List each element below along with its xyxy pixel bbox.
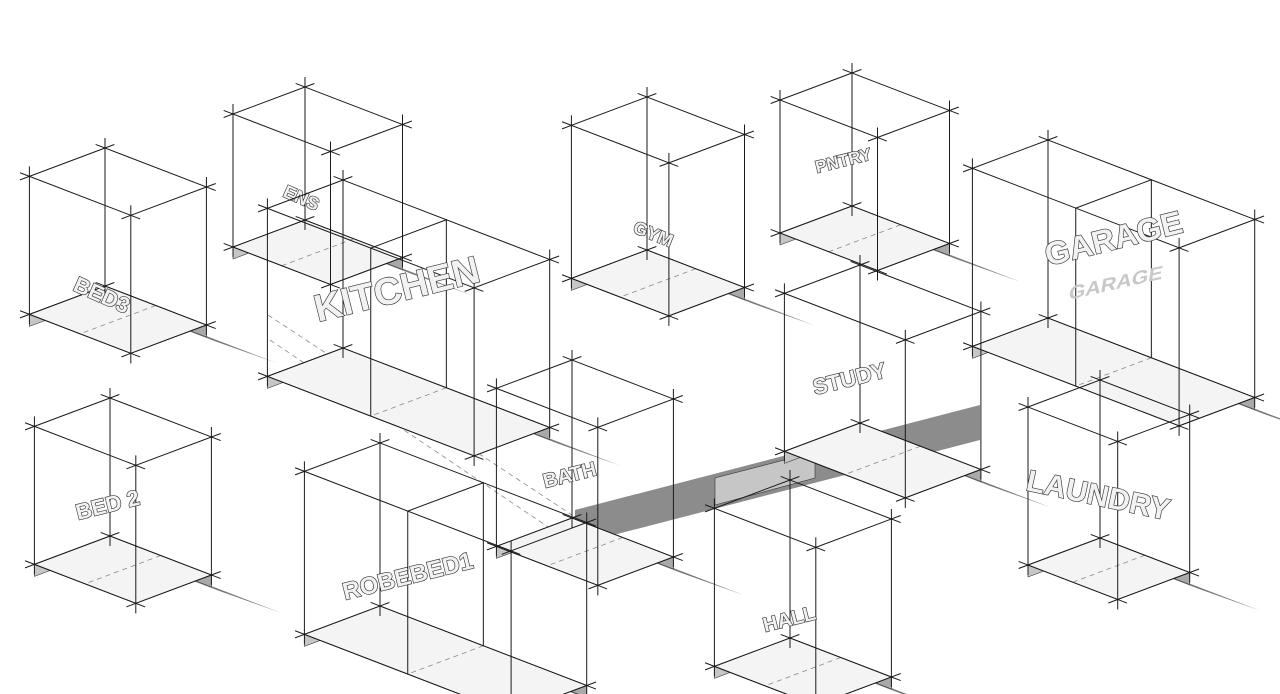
wireframe-box bbox=[24, 388, 221, 614]
wireframe-box bbox=[294, 433, 597, 694]
room-kitchen: KITCHEN bbox=[257, 170, 620, 466]
wireframe-box bbox=[486, 350, 683, 596]
room-label-pntry: PNTRY bbox=[813, 144, 874, 176]
room-label-hall: HALL bbox=[761, 603, 818, 637]
room-hall: HALL bbox=[704, 470, 907, 694]
wireframe-box bbox=[19, 138, 216, 364]
wireframe-box bbox=[561, 87, 755, 326]
wireframe-box bbox=[223, 77, 413, 295]
wireframe-box bbox=[774, 255, 991, 508]
room-label-study: STUDY bbox=[810, 357, 889, 399]
wireframe-box bbox=[704, 470, 901, 694]
corridor-link bbox=[714, 451, 816, 506]
wireframe-box bbox=[770, 63, 960, 281]
room-gym: GYM bbox=[561, 87, 815, 326]
room-label-ens: ENS bbox=[280, 181, 322, 214]
room-ens: ENS bbox=[223, 77, 473, 296]
garage-floor-label: GARAGE bbox=[1067, 262, 1164, 305]
room-bed3: BED3 bbox=[19, 138, 277, 364]
floor-slab bbox=[713, 637, 893, 694]
room-label-laundry: LAUNDRY bbox=[1024, 465, 1173, 528]
room-bed2: BED 2 bbox=[24, 388, 282, 614]
wireframe-box bbox=[1018, 370, 1200, 610]
room-label-bed2: BED 2 bbox=[73, 485, 142, 525]
floor-slab bbox=[303, 605, 588, 694]
wireframe-box bbox=[962, 130, 1265, 436]
wireframe-box bbox=[257, 170, 560, 466]
room-bath: BATH bbox=[486, 350, 744, 596]
room-label-bath: BATH bbox=[541, 458, 599, 492]
